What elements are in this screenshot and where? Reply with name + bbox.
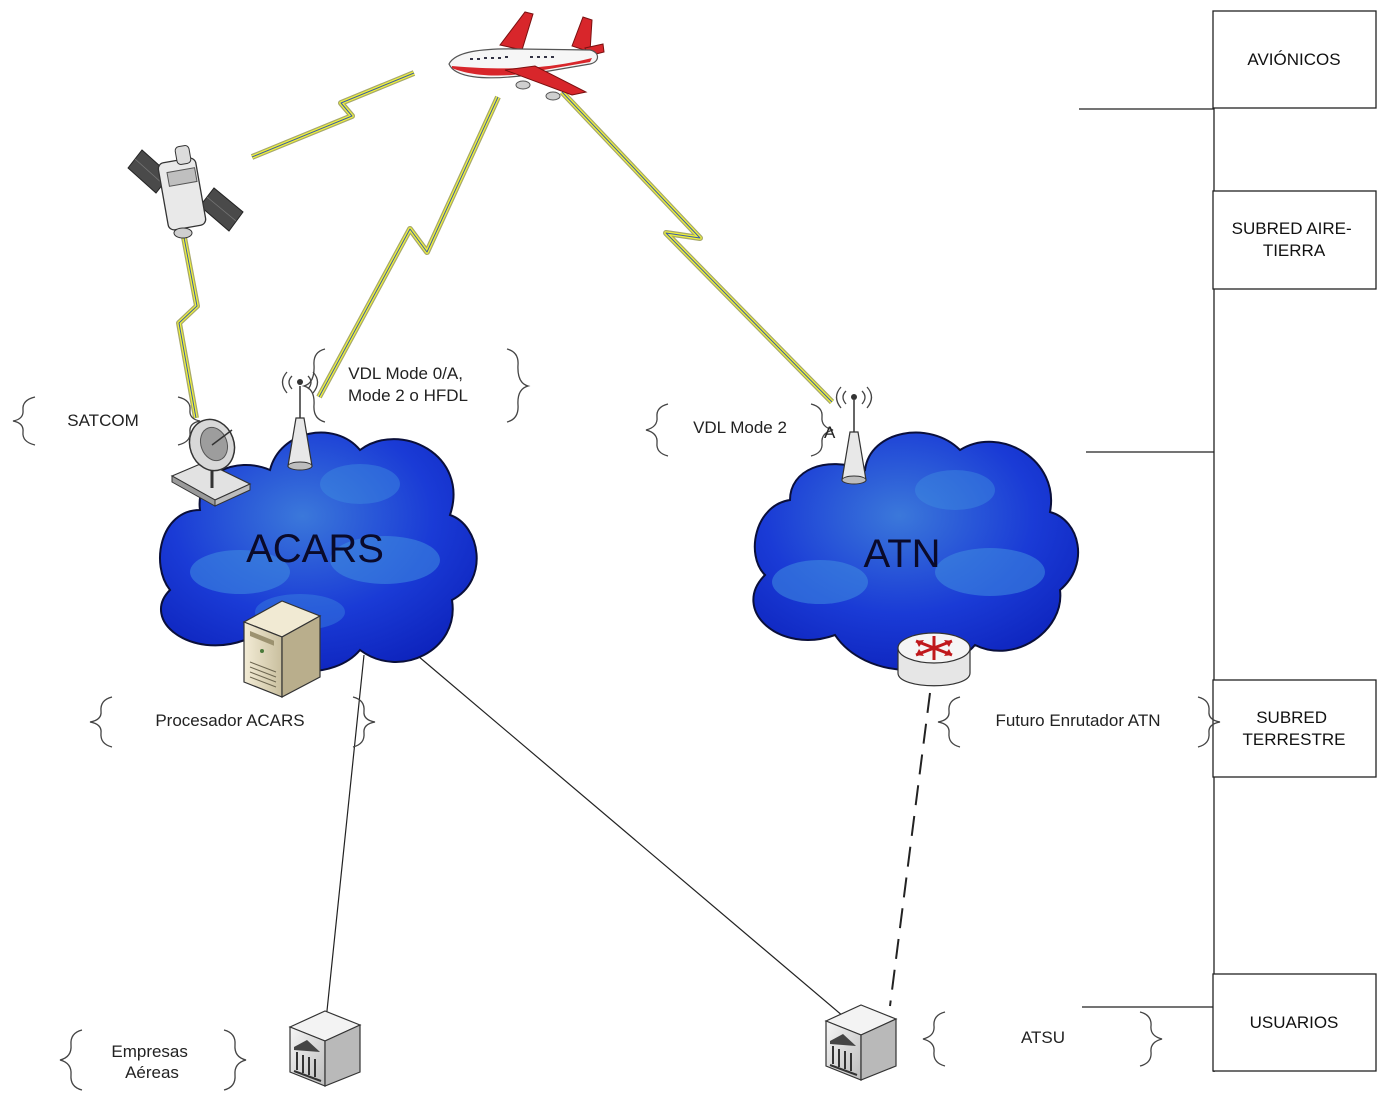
satellite-dish-icon (170, 418, 252, 507)
stray-a-label: A (824, 423, 836, 442)
atn-cloud-label: ATN (863, 532, 940, 576)
vdl-atn-label: VDL Mode 2 (693, 418, 787, 437)
link-plane-atn-antenna (559, 89, 835, 405)
atsu-annotation: ATSU (922, 1011, 1163, 1067)
building-icon (288, 1010, 362, 1087)
layer-label-subred-aire-tierra: SUBRED AIRE- TIERRA (1232, 219, 1357, 260)
enrutador-label: Futuro Enrutador ATN (995, 711, 1160, 730)
atn-cloud: ATN (752, 431, 1079, 671)
airplane-icon (448, 11, 605, 101)
enrutador-annotation: Futuro Enrutador ATN (937, 696, 1221, 748)
vdl-acars-label: VDL Mode 0/A, Mode 2 o HFDL (348, 364, 468, 405)
empresas-label: Empresas Aéreas (111, 1042, 192, 1082)
link-acars-empresas (324, 654, 365, 1031)
empresas-annotation: Empresas Aéreas (59, 1029, 247, 1091)
atsu-label: ATSU (1021, 1028, 1065, 1047)
link-plane-satellite (250, 70, 416, 160)
layer-box-avionicos: AVIÓNICOS (1212, 10, 1377, 109)
server-icon (242, 600, 322, 698)
link-atn-atsu-dashed (889, 692, 931, 1007)
satcom-label: SATCOM (67, 411, 138, 430)
link-plane-acars-antenna (316, 95, 501, 399)
vdl-acars-annotation: VDL Mode 0/A, Mode 2 o HFDL (301, 348, 531, 423)
satellite-icon (127, 145, 244, 239)
router-icon (897, 632, 971, 687)
radio-links (176, 70, 835, 419)
layer-scale: AVIÓNICOS SUBRED AIRE- TIERRA SUBRED TER… (1079, 10, 1377, 1072)
ground-links (324, 644, 931, 1031)
link-acars-atsu (404, 644, 851, 1023)
procesador-label: Procesador ACARS (155, 711, 304, 730)
link-satellite-dish (176, 231, 200, 419)
building-icon (824, 1004, 898, 1081)
layer-label-usuarios: USUARIOS (1250, 1013, 1339, 1032)
layer-box-subred-aire-tierra: SUBRED AIRE- TIERRA (1212, 190, 1377, 290)
layer-box-subred-terrestre: SUBRED TERRESTRE (1212, 679, 1377, 778)
layer-label-subred-terrestre: SUBRED TERRESTRE (1243, 708, 1346, 749)
layer-label-avionicos: AVIÓNICOS (1247, 50, 1340, 69)
satcom-annotation: SATCOM (12, 396, 201, 446)
vdl-atn-annotation: VDL Mode 2 A (645, 403, 836, 457)
procesador-annotation: Procesador ACARS (89, 696, 376, 748)
antenna-icon (835, 386, 873, 485)
acars-cloud-label: ACARS (246, 527, 384, 571)
layer-box-usuarios: USUARIOS (1212, 973, 1377, 1072)
